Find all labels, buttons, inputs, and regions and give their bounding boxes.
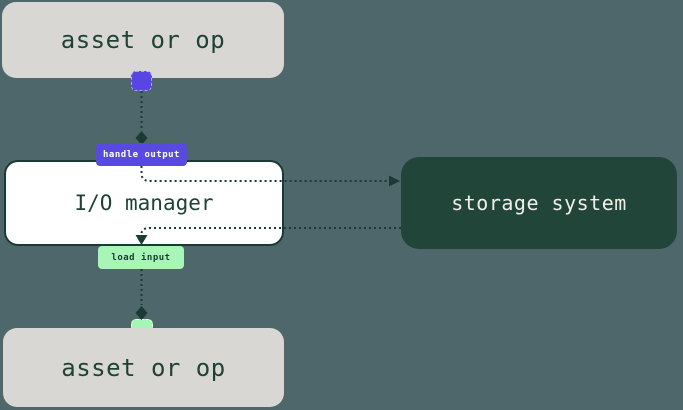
asset-or-op-label-top: asset or op <box>60 26 226 54</box>
asset-or-op-label-bottom: asset or op <box>61 353 226 382</box>
io-manager-node: I/O manager <box>4 160 284 246</box>
handle-output-badge: handle output <box>96 143 187 166</box>
asset-or-op-node-top: asset or op <box>2 2 284 78</box>
right-arrowhead-into-storage <box>389 175 400 187</box>
output-handle-square <box>131 71 152 91</box>
storage-system-label: storage system <box>451 191 627 215</box>
diamond-arrowhead-top <box>135 131 148 145</box>
down-arrowhead-into-load-input <box>135 235 148 245</box>
load-input-label: load input <box>111 252 171 263</box>
storage-system-node: storage system <box>401 157 677 249</box>
io-manager-label: I/O manager <box>74 191 214 215</box>
handle-output-label: handle output <box>103 149 180 160</box>
diamond-arrowhead-bottom <box>135 306 148 320</box>
connector-storage-to-load-input <box>140 227 401 235</box>
connector-handle-output-to-storage <box>140 166 388 182</box>
asset-or-op-node-bottom: asset or op <box>3 328 284 407</box>
load-input-badge: load input <box>98 246 184 269</box>
